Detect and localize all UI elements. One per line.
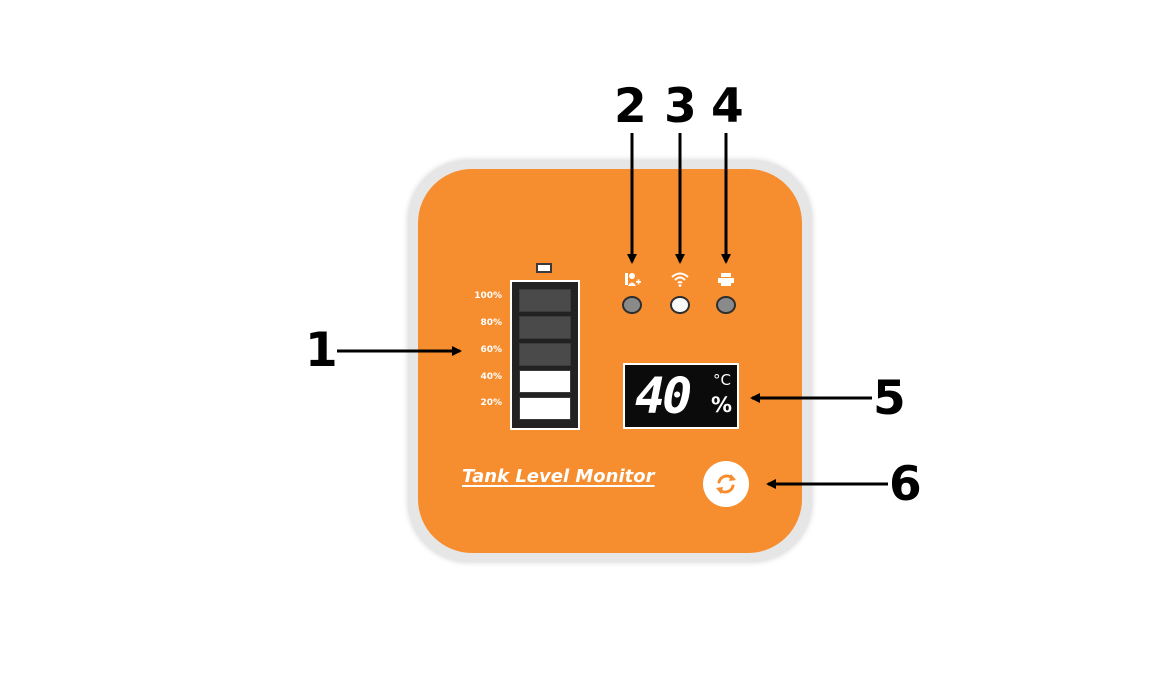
callout-number-1: 1 bbox=[305, 323, 338, 378]
callout-number-2: 2 bbox=[614, 79, 647, 134]
lcd-unit-percent: % bbox=[711, 393, 733, 417]
lcd-reading: 40 bbox=[635, 367, 692, 425]
callout-number-6: 6 bbox=[889, 457, 922, 512]
refresh-icon bbox=[716, 474, 736, 494]
battery-icon bbox=[510, 280, 580, 430]
battery-segment bbox=[519, 316, 571, 339]
scale-label-40: 40% bbox=[480, 372, 502, 382]
battery-cap bbox=[536, 263, 552, 273]
status-light-wifi bbox=[670, 296, 690, 314]
callout-number-5: 5 bbox=[873, 371, 906, 426]
printer-icon bbox=[718, 273, 734, 286]
person-plus-icon bbox=[625, 273, 641, 286]
callout-number-4: 4 bbox=[711, 79, 744, 134]
battery-segment bbox=[519, 343, 571, 366]
scale-label-100: 100% bbox=[474, 291, 502, 301]
battery-segment bbox=[519, 289, 571, 312]
reset-button[interactable] bbox=[703, 461, 749, 507]
lcd-display: 40 °C % bbox=[623, 363, 739, 429]
scale-label-60: 60% bbox=[480, 345, 502, 355]
callout-number-3: 3 bbox=[664, 79, 697, 134]
lcd-unit-celsius: °C bbox=[713, 371, 731, 389]
battery-segment bbox=[519, 397, 571, 420]
status-light-user bbox=[622, 296, 642, 314]
scale-label-20: 20% bbox=[480, 398, 502, 408]
brand-label: Tank Level Monitor bbox=[462, 466, 655, 487]
scale-label-80: 80% bbox=[480, 318, 502, 328]
status-light-printer bbox=[716, 296, 736, 314]
wifi-icon bbox=[671, 272, 689, 287]
battery-segment bbox=[519, 370, 571, 393]
